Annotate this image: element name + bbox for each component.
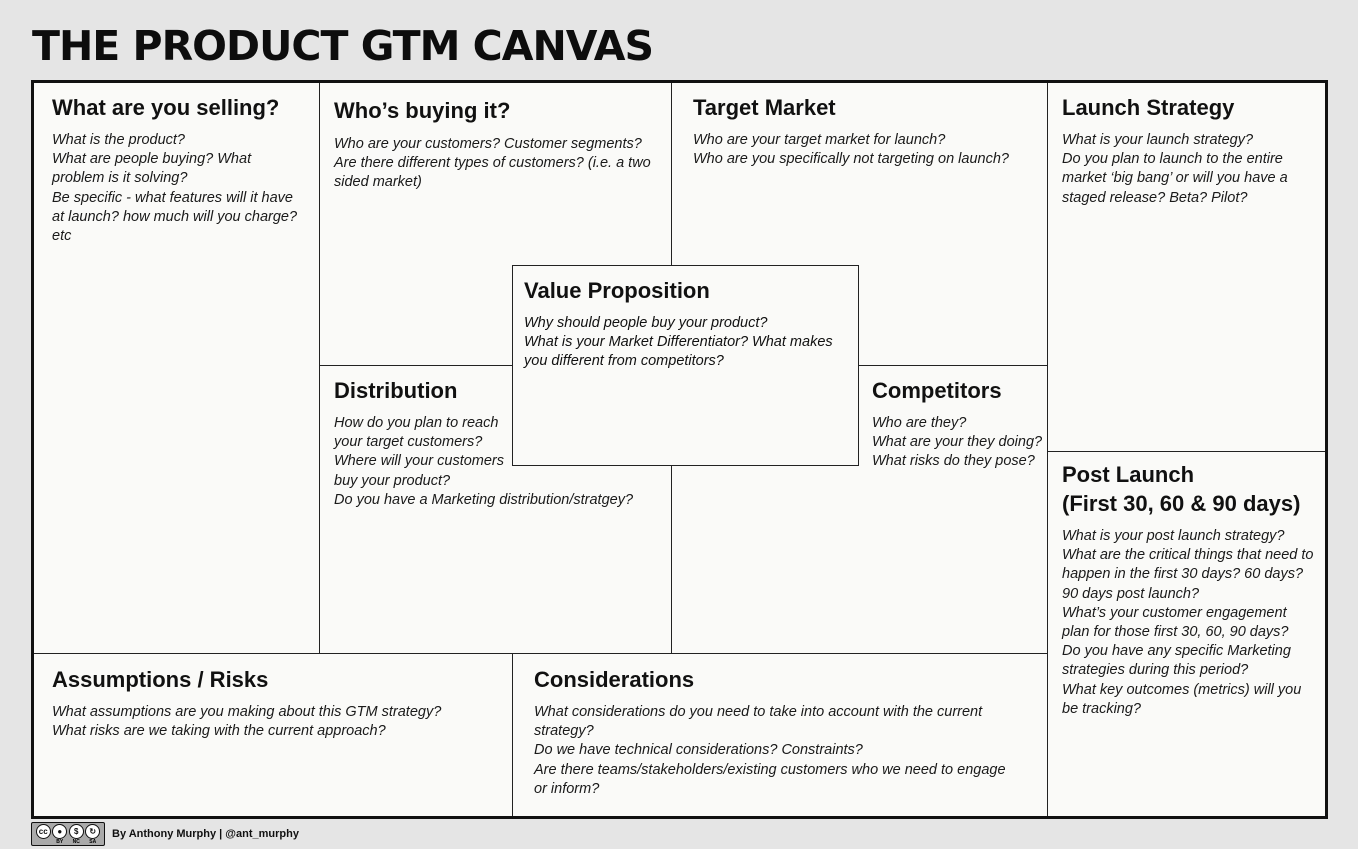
footer: cc ●BY $NC ↻SA By Anthony Murphy | @ant_…: [31, 822, 299, 846]
question: What is your post launch strategy?: [1062, 528, 1285, 544]
question: What is your launch strategy?: [1062, 132, 1254, 148]
question: What is your Market Differentiator? What…: [524, 334, 833, 370]
question: Who are your target market for launch?: [693, 132, 946, 148]
post-launch-questions: What is your post launch strategy? What …: [1062, 527, 1317, 719]
question: What key outcomes (metrics) will you be …: [1062, 681, 1302, 717]
question: Do we have technical considerations? Con…: [534, 742, 863, 759]
post-launch-section: Post Launch (First 30, 60 & 90 days) Wha…: [1048, 452, 1325, 816]
cc-license-badge[interactable]: cc ●BY $NC ↻SA: [31, 822, 105, 846]
share-alike-icon: ↻: [85, 823, 101, 839]
value-proposition-heading: Value Proposition: [524, 278, 710, 303]
considerations-section: Considerations What considerations do yo…: [513, 654, 1048, 816]
target-market-questions: Who are your target market for launch? W…: [693, 131, 1035, 169]
question: Who are you specifically not targeting o…: [693, 151, 1009, 168]
cc-icon: cc: [35, 823, 51, 839]
license-label: SA: [89, 838, 97, 845]
gtm-canvas: What are you selling? What is the produc…: [31, 80, 1328, 819]
selling-heading: What are you selling?: [52, 95, 280, 120]
question: What considerations do you need to take …: [534, 704, 983, 740]
distribution-heading: Distribution: [334, 378, 458, 403]
question: What’s your customer engagement plan for…: [1062, 604, 1289, 641]
question: Who are they?: [872, 415, 967, 431]
question: Are there teams/stakeholders/existing cu…: [534, 761, 1006, 797]
buying-questions: Who are your customers? Customer segment…: [334, 135, 659, 193]
assumptions-heading: Assumptions / Risks: [52, 667, 269, 692]
question: Do you have a Marketing distribution/str…: [334, 491, 634, 508]
attribution-icon: ●: [52, 823, 68, 839]
question: What is the product?: [52, 132, 185, 148]
question: Be specific - what features will it have…: [52, 189, 298, 245]
post-launch-subheading: (First 30, 60 & 90 days): [1062, 491, 1301, 516]
question: What risks do they pose?: [872, 453, 1035, 470]
launch-strategy-section: Launch Strategy What is your launch stra…: [1048, 83, 1325, 452]
credit: By Anthony Murphy | @ant_murphy: [112, 828, 299, 840]
question: Where will your customers buy your produ…: [334, 453, 505, 489]
license-label: BY: [56, 838, 64, 845]
question: Who are your customers? Customer segment…: [334, 136, 642, 152]
question: What are the critical things that need t…: [1062, 547, 1314, 602]
value-proposition-section: Value Proposition Why should people buy …: [512, 265, 859, 466]
considerations-questions: What considerations do you need to take …: [534, 703, 1021, 799]
assumptions-section: Assumptions / Risks What assumptions are…: [34, 654, 513, 816]
competitors-questions: Who are they? What are your they doing? …: [872, 414, 1043, 472]
value-proposition-questions: Why should people buy your product? What…: [524, 314, 842, 372]
selling-section: What are you selling? What is the produc…: [34, 83, 320, 654]
launch-strategy-heading: Launch Strategy: [1062, 95, 1235, 120]
selling-questions: What is the product? What are people buy…: [52, 131, 305, 246]
assumptions-questions: What assumptions are you making about th…: [52, 703, 500, 741]
question: Do you have any specific Marketing strat…: [1062, 643, 1291, 679]
buying-heading: Who’s buying it?: [334, 98, 511, 123]
question: Do you plan to launch to the entire mark…: [1062, 151, 1288, 206]
considerations-heading: Considerations: [534, 667, 695, 692]
launch-strategy-questions: What is your launch strategy? Do you pla…: [1062, 131, 1309, 208]
question: What assumptions are you making about th…: [52, 704, 442, 720]
question: Are there different types of customers? …: [334, 155, 651, 191]
question: What are people buying? What problem is …: [52, 151, 252, 187]
buying-section: Who’s buying it? Who are your customers?…: [320, 83, 672, 366]
question: What are your they doing?: [872, 434, 1043, 451]
competitors-heading: Competitors: [872, 378, 1002, 403]
target-market-heading: Target Market: [693, 95, 836, 120]
question: What risks are we taking with the curren…: [52, 723, 386, 740]
question: How do you plan to reach your target cus…: [334, 415, 499, 451]
noncommercial-icon: $: [68, 823, 84, 839]
post-launch-heading: Post Launch: [1062, 462, 1195, 487]
page-title: THE PRODUCT GTM CANVAS: [32, 22, 654, 70]
distribution-questions: How do you plan to reach your target cus…: [334, 414, 659, 510]
license-label: NC: [72, 838, 80, 845]
question: Why should people buy your product?: [524, 315, 768, 331]
